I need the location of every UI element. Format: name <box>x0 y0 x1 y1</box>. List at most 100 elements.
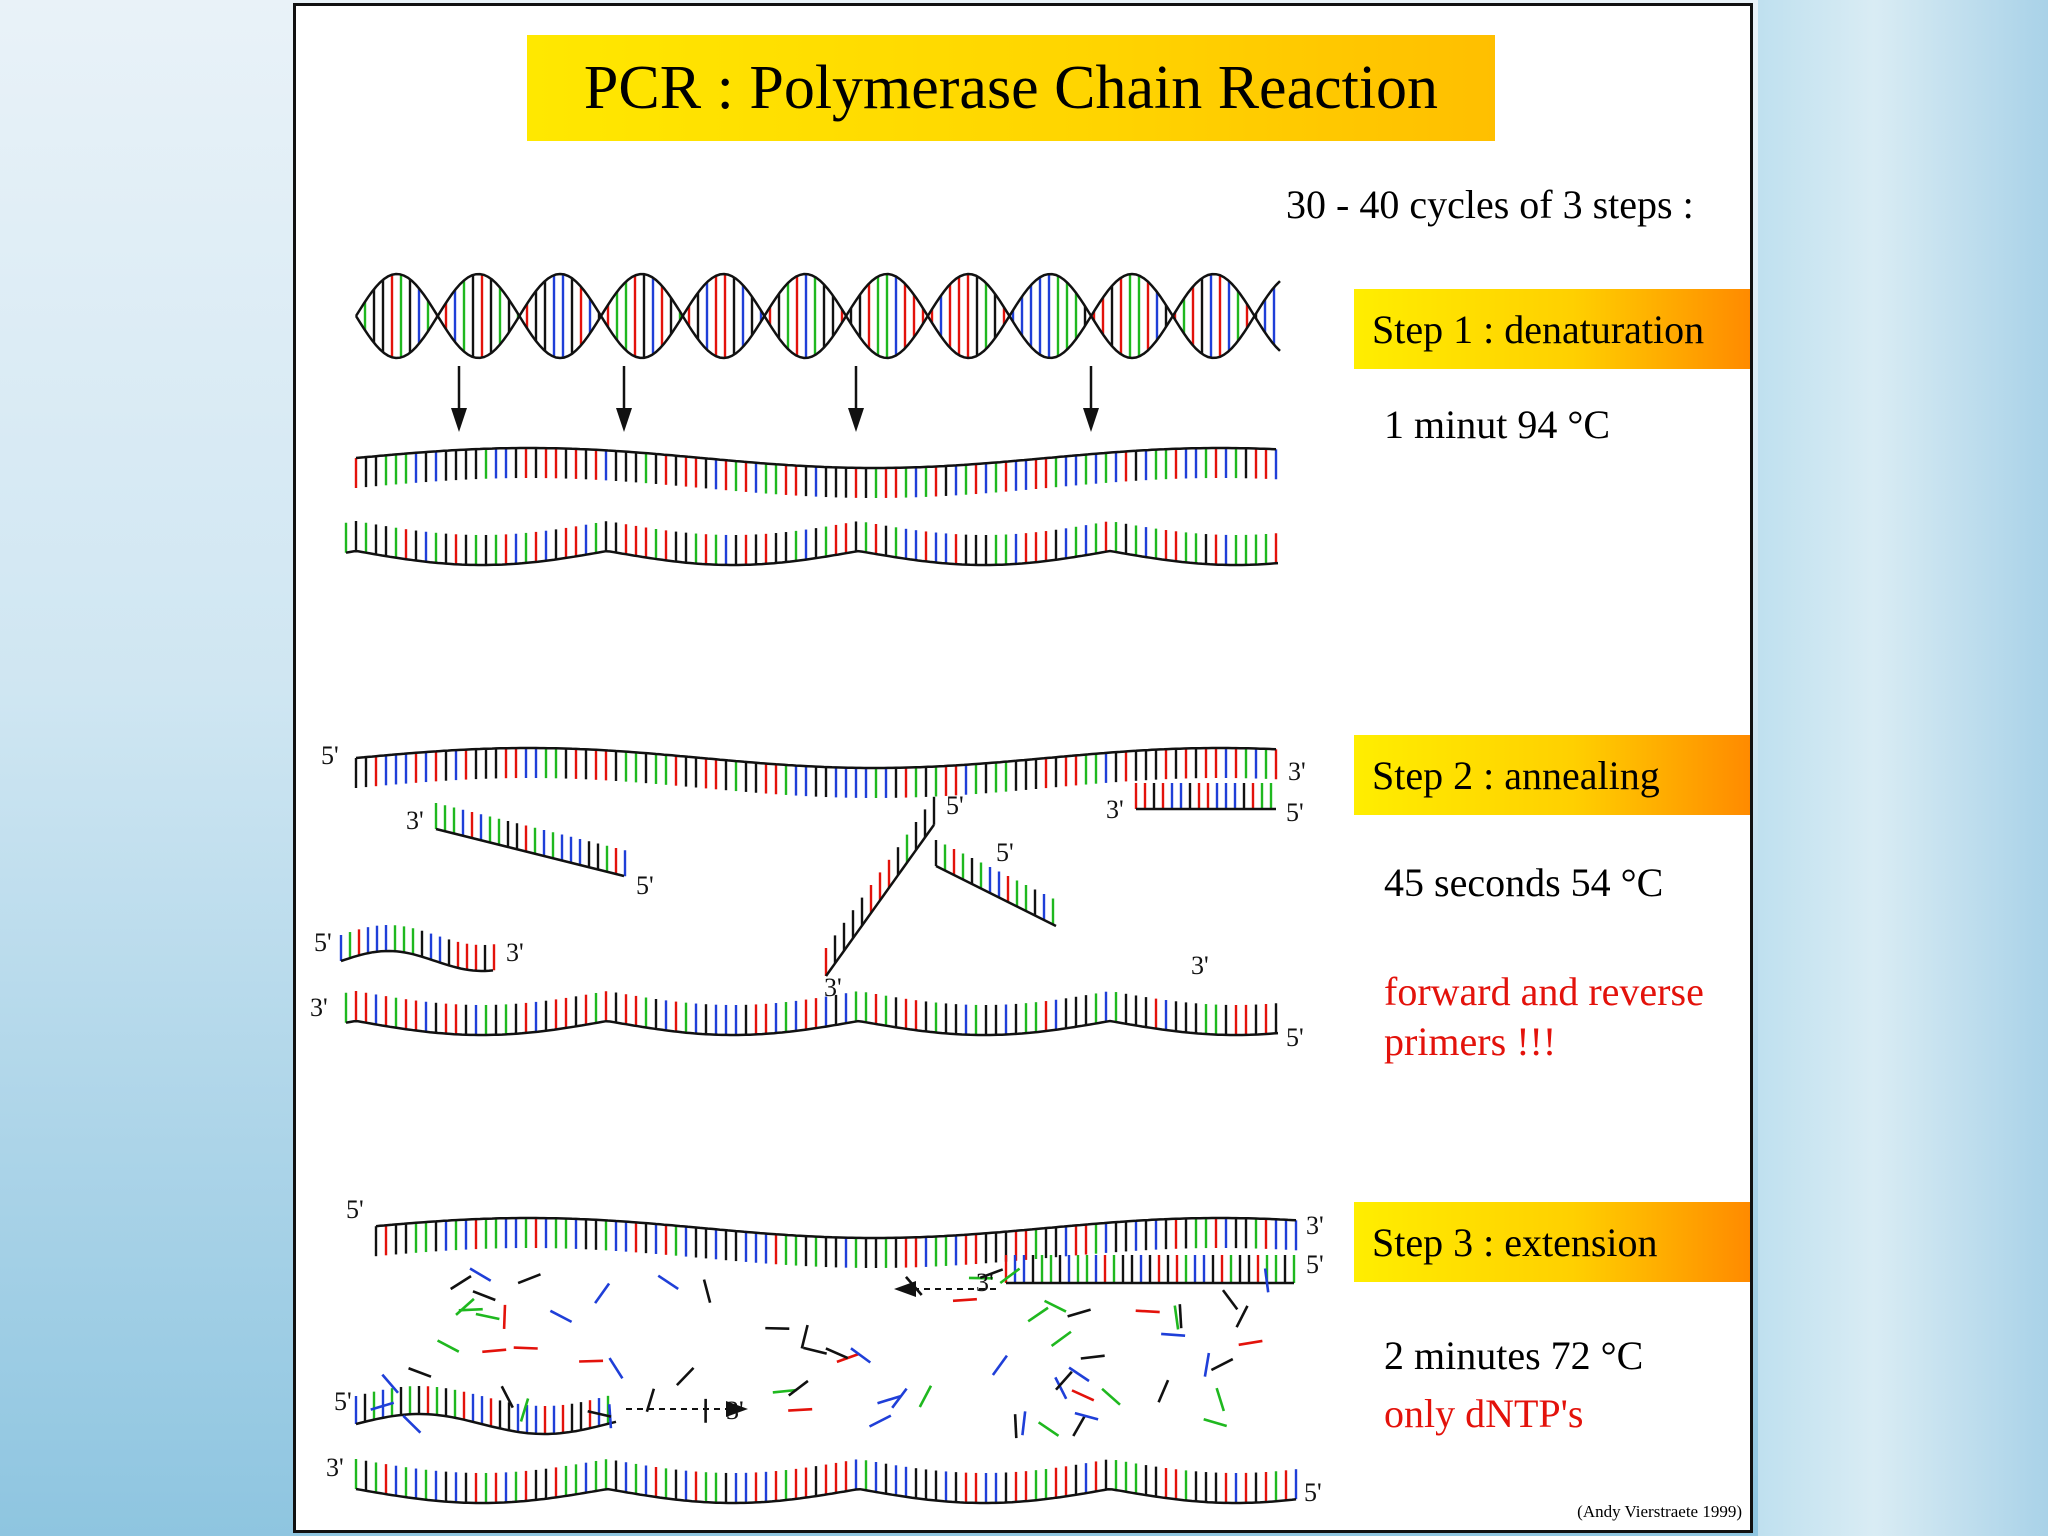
backbone <box>355 746 1277 770</box>
step3-condition: 2 minutes 72 °C <box>1384 1333 1644 1378</box>
arrow-head <box>848 408 864 432</box>
dntp <box>952 1297 977 1303</box>
dntp <box>1215 1387 1226 1412</box>
step2-primer-lower <box>339 925 496 973</box>
dntp <box>513 1346 538 1350</box>
cycles-caption: 30 - 40 cycles of 3 steps : <box>1286 182 1694 227</box>
dntp <box>850 1347 872 1364</box>
dntp <box>999 1267 1021 1285</box>
dntp <box>803 1346 828 1355</box>
dntp <box>825 1347 849 1360</box>
label-5prime: 5' <box>636 871 654 900</box>
dntp <box>1013 1414 1018 1439</box>
step2-primer-right <box>1134 783 1276 811</box>
step3-extending-bottom <box>354 1386 617 1436</box>
step3-extending-top <box>1004 1255 1296 1285</box>
step3-template-bottom <box>354 1459 1298 1505</box>
pcr-diagram-panel: 5'3'3'5'3'5'5'3'3'5'3'5'5'3'5'3'3'5'5'3'… <box>293 3 1753 1533</box>
step1-double-helix <box>354 272 1281 360</box>
dntp <box>788 1407 813 1412</box>
dntp <box>549 1309 573 1324</box>
dntp <box>1178 1304 1183 1329</box>
arrow-head <box>451 408 467 432</box>
dntp <box>1021 1411 1027 1436</box>
step3-template-top <box>374 1216 1298 1268</box>
label-5prime: 5' <box>946 791 964 820</box>
label-5prime: 5' <box>1286 1023 1304 1052</box>
label-5prime: 5' <box>996 838 1014 867</box>
helix-backbone-b <box>354 272 1281 360</box>
backbone <box>375 1216 1297 1240</box>
label-3prime: 3' <box>1288 757 1306 786</box>
dntp <box>1027 1306 1049 1323</box>
dntp <box>455 1297 475 1316</box>
backbone <box>824 824 936 977</box>
dntp <box>1067 1308 1091 1318</box>
step3-banner: Step 3 : extension <box>1354 1202 1750 1282</box>
label-5prime: 5' <box>314 928 332 957</box>
label-3prime: 3' <box>824 973 842 1002</box>
dntp <box>402 1414 422 1434</box>
label-3prime: 3' <box>406 806 424 835</box>
dntp <box>1072 1414 1087 1437</box>
step2-free-primer-b <box>934 840 1057 928</box>
label-5prime: 5' <box>321 741 339 770</box>
dntp <box>500 1385 514 1409</box>
denaturation-arrows <box>451 366 1099 432</box>
label-3prime: 3' <box>506 938 524 967</box>
dntp <box>587 1410 612 1418</box>
dntp <box>1238 1339 1263 1347</box>
backbone <box>355 446 1277 470</box>
arrow-head <box>616 408 632 432</box>
title-banner: PCR : Polymerase Chain Reaction <box>527 35 1495 141</box>
step2-label: Step 2 : annealing <box>1372 752 1660 798</box>
dntp <box>1043 1299 1067 1313</box>
step2-free-primer-a <box>824 796 936 977</box>
dntp <box>979 1268 1004 1280</box>
label-5prime: 5' <box>1306 1250 1324 1279</box>
step2-note-line1: forward and reverse <box>1384 969 1704 1014</box>
dntp <box>800 1324 809 1349</box>
dntp <box>1054 1376 1068 1400</box>
dntp <box>458 1307 483 1312</box>
dntp <box>1074 1411 1099 1421</box>
dntp <box>657 1274 679 1290</box>
dntp <box>517 1273 541 1285</box>
dntp <box>502 1304 507 1329</box>
dntp <box>868 1414 892 1428</box>
dna-strands <box>339 446 1298 1505</box>
dntp <box>991 1354 1008 1376</box>
step3-label: Step 3 : extension <box>1372 1219 1658 1265</box>
helix-backbone-a <box>354 272 1281 360</box>
arrow-head <box>1083 408 1099 432</box>
dntp <box>370 1401 395 1411</box>
label-3prime: 3' <box>1306 1211 1324 1240</box>
step1-condition: 1 minut 94 °C <box>1384 402 1611 447</box>
label-5prime: 5' <box>1304 1478 1322 1507</box>
dntp <box>918 1385 933 1408</box>
label-3prime: 3' <box>726 1396 744 1425</box>
backbone <box>345 1019 1279 1037</box>
label-3prime: 3' <box>1191 951 1209 980</box>
page-title: PCR : Polymerase Chain Reaction <box>583 53 1439 122</box>
backbone <box>355 1412 617 1436</box>
dntp <box>1263 1268 1270 1293</box>
dntp <box>475 1312 500 1321</box>
label-3prime: 3' <box>326 1453 344 1482</box>
dntp <box>1173 1305 1180 1330</box>
dntp <box>408 1367 432 1378</box>
step2-primer-left <box>434 803 627 878</box>
dntp <box>675 1366 695 1387</box>
dntp <box>1157 1379 1170 1403</box>
dntp <box>1235 1305 1249 1328</box>
dntp <box>608 1357 624 1379</box>
dntp <box>1210 1357 1234 1372</box>
dntp <box>1203 1352 1211 1377</box>
dntp <box>1055 1370 1073 1391</box>
label-3prime: 3' <box>310 993 328 1022</box>
backbone <box>345 549 1279 567</box>
step2-condition: 45 seconds 54 °C <box>1384 860 1664 905</box>
dntp <box>381 1373 399 1394</box>
extension-arrow-head <box>726 1401 748 1417</box>
dntp <box>1135 1309 1160 1314</box>
